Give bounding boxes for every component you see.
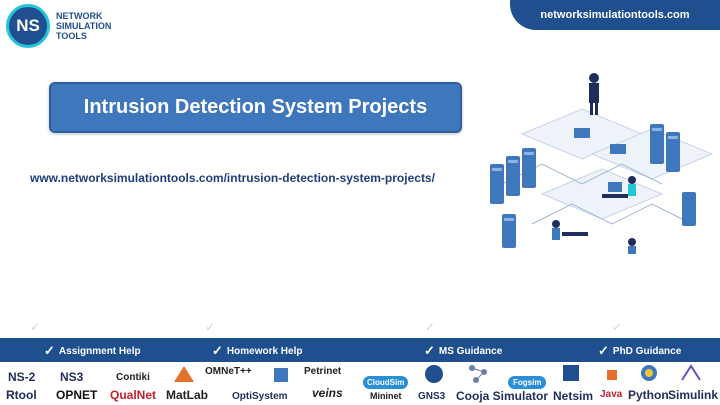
tool-petrinet: Petrinet <box>304 366 342 377</box>
network-illustration <box>490 73 714 254</box>
tool-netsim: Netsim <box>553 389 594 403</box>
service-label: Homework Help <box>226 345 303 357</box>
service-phd-guidance[interactable]: ✓ PhD Guidance <box>598 343 681 359</box>
tool-contiki: Contiki <box>116 372 150 383</box>
check-icon: ✓ <box>598 343 609 358</box>
tool-cloudsim: CloudSim <box>363 376 409 389</box>
services-bar: ✓ Assignment Help ✓ Homework Help ✓ MS G… <box>0 338 720 362</box>
check-icon: ✓ <box>424 343 435 358</box>
ghost-check-icon-2: ✓ <box>205 320 216 334</box>
network-graph-icon <box>469 365 487 383</box>
tool-veins: veins <box>312 386 343 400</box>
logo-line-1: NETWORK <box>56 11 103 21</box>
check-icon: ✓ <box>212 343 223 358</box>
tool-rtool: Rtool <box>6 388 37 402</box>
site-url-tab[interactable]: networksimulationtools.com <box>510 0 720 30</box>
tool-optisystem: OptiSystem <box>232 391 288 402</box>
logo-line-3: TOOLS <box>56 31 87 41</box>
service-label: Assignment Help <box>58 345 141 357</box>
ghost-check-icon-3: ✓ <box>425 320 436 334</box>
tool-java: Java <box>600 389 623 400</box>
tool-gns3: GNS3 <box>418 391 446 402</box>
python-icon <box>641 365 657 381</box>
service-label: MS Guidance <box>438 345 503 357</box>
tools-logo-strip: NS-2 NS3 Contiki OMNeT++ Petrinet CloudS… <box>0 362 720 405</box>
site-logo[interactable]: NS NETWORK SIMULATION TOOLS <box>6 4 126 48</box>
gns3-icon <box>425 365 443 383</box>
tool-opnet: OPNET <box>56 388 98 402</box>
page-url-link[interactable]: www.networksimulationtools.com/intrusion… <box>30 171 435 185</box>
tool-cooja: Cooja Simulator <box>456 389 549 403</box>
page-title: Intrusion Detection System Projects <box>49 82 462 133</box>
ghost-check-icon-4: ✓ <box>612 320 623 334</box>
service-label: PhD Guidance <box>612 345 682 357</box>
tool-omnet: OMNeT++ <box>205 366 252 377</box>
tool-matlab: MatLab <box>166 388 208 402</box>
tool-simulink: Simulink <box>668 388 719 402</box>
tool-mininet: Mininet <box>370 391 402 401</box>
check-icon: ✓ <box>44 343 55 358</box>
service-ms-guidance[interactable]: ✓ MS Guidance <box>424 343 502 359</box>
logo-mark: NS <box>6 4 50 48</box>
java-icon <box>607 370 617 380</box>
tool-python: Python <box>628 388 669 402</box>
chip-icon <box>274 368 288 382</box>
tool-qualnet: QualNet <box>110 388 157 402</box>
service-homework-help[interactable]: ✓ Homework Help <box>212 343 302 359</box>
matlab-icon <box>174 366 194 382</box>
service-assignment-help[interactable]: ✓ Assignment Help <box>44 343 141 359</box>
logo-line-2: SIMULATION <box>56 21 112 31</box>
tool-ns2: NS-2 <box>8 370 36 384</box>
tool-ns3: NS3 <box>60 370 84 384</box>
ghost-check-icon-1: ✓ <box>30 320 41 334</box>
logo-text: NETWORK SIMULATION TOOLS <box>56 11 126 41</box>
netsim-icon <box>563 365 579 381</box>
simulink-icon <box>681 364 701 381</box>
tool-fogsim: Fogsim <box>508 376 547 389</box>
